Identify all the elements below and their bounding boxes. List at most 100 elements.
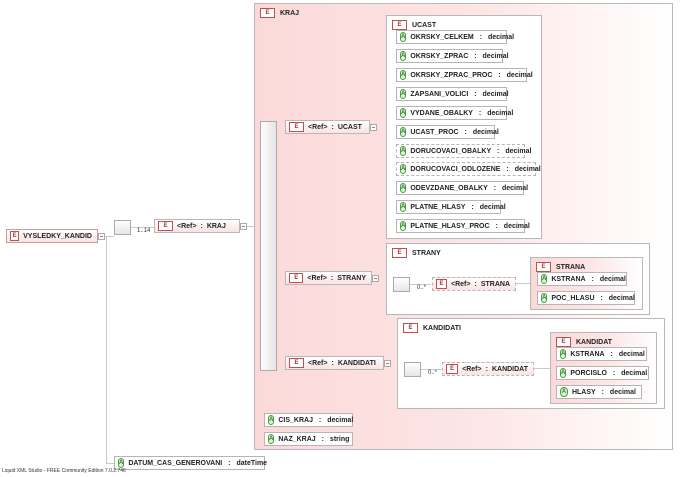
attribute-type: decimal <box>487 109 514 117</box>
attribute-name: KSTRANA <box>551 275 586 283</box>
ref-separator: : <box>474 280 477 288</box>
collapse-connector-icon[interactable] <box>370 124 377 131</box>
attribute-name: PORCISLO <box>570 369 607 377</box>
kandidati-ref[interactable]: E<Ref>:KANDIDATI <box>285 356 384 370</box>
attribute-tag-icon: A <box>118 458 125 468</box>
ref-separator: : <box>200 222 203 230</box>
collapse-connector-icon[interactable] <box>240 223 247 230</box>
element-tag-icon: E <box>446 364 459 374</box>
connector-line <box>409 284 431 285</box>
attribute-tag-icon: A <box>560 368 567 378</box>
ref-separator: : <box>485 365 488 373</box>
kraj-title: E KRAJ <box>260 8 299 18</box>
element-tag-icon: E <box>436 279 448 289</box>
strany-cardinality: 0..* <box>417 285 427 291</box>
attribute-type: decimal <box>618 350 645 358</box>
attribute-type: decimal <box>482 90 509 98</box>
attribute-type: decimal <box>327 416 354 424</box>
attribute-name: HLASY <box>571 388 596 396</box>
connector-line <box>240 226 254 227</box>
attribute-type: decimal <box>503 222 530 230</box>
ucast-title-text: UCAST <box>412 21 437 29</box>
ref-name: STRANA <box>480 280 510 288</box>
attribute-name: OKRSKY_ZPRAC <box>410 52 469 60</box>
element-tag-icon: E <box>289 122 304 132</box>
element-tag-icon: E <box>260 8 275 18</box>
attribute-type-separator: : <box>491 184 498 192</box>
root-element-name: VYSLEDKY_KANDID <box>23 232 92 240</box>
attribute-tag-icon: A <box>400 51 407 61</box>
attribute-name: PLATNE_HLASY_PROC <box>410 222 490 230</box>
collapse-connector-icon[interactable] <box>98 233 105 240</box>
sequence-icon[interactable] <box>114 220 131 235</box>
kandidat-ref[interactable]: E <Ref> : KANDIDAT <box>442 362 534 376</box>
strany-ref[interactable]: E<Ref>:STRANY <box>285 271 372 285</box>
element-tag-icon: E <box>556 337 571 347</box>
ref-keyword: <Ref> <box>462 365 482 373</box>
connector-line <box>106 236 107 464</box>
attribute-tag-icon: A <box>560 387 568 397</box>
sequence-icon[interactable] <box>404 362 421 377</box>
attribute-name: DORUCOVACI_ODLOZENE <box>410 165 501 173</box>
ucast-title: E UCAST <box>392 20 436 30</box>
root-element[interactable]: E VYSLEDKY_KANDID <box>6 229 98 243</box>
collapse-connector-icon[interactable] <box>372 275 379 282</box>
attribute-type-separator: : <box>495 147 502 155</box>
ref-separator: : <box>330 274 334 282</box>
attribute-tag-icon: A <box>400 146 407 156</box>
footer-text: Liquid XML Studio - FREE Community Editi… <box>2 468 126 474</box>
attribute-type: decimal <box>599 275 626 283</box>
attribute-type: decimal <box>505 147 532 155</box>
attribute-name: DORUCOVACI_OBALKY <box>410 147 492 155</box>
attribute-type-separator: : <box>472 52 479 60</box>
kandidati-cardinality: 0..* <box>428 370 438 376</box>
kraj-title-text: KRAJ <box>280 9 300 17</box>
strana-ref[interactable]: E <Ref> : STRANA <box>432 277 516 291</box>
attribute-type-separator: : <box>476 109 484 117</box>
attribute-type: decimal <box>472 128 499 136</box>
connector-line <box>516 283 530 284</box>
ucast-ref[interactable]: E<Ref>:UCAST <box>285 120 370 134</box>
attribute-name: KSTRANA <box>570 350 605 358</box>
ref-keyword: <Ref> <box>451 280 471 288</box>
collapse-connector-icon[interactable] <box>384 360 391 367</box>
attribute-name: ZAPSANI_VOLICI <box>410 90 469 98</box>
attribute-type: decimal <box>487 33 515 41</box>
attribute-type: string <box>329 435 350 443</box>
ref-separator: : <box>331 123 334 131</box>
sequence-bar-icon[interactable] <box>260 121 277 371</box>
attribute-type-separator: : <box>469 203 476 211</box>
element-tag-icon: E <box>10 231 20 241</box>
ref-name: KANDIDAT <box>491 365 528 373</box>
attribute-tag-icon: A <box>400 221 407 231</box>
attribute-name: OKRSKY_CELKEM <box>410 33 474 41</box>
kraj-ref[interactable]: E <Ref> : KRAJ <box>154 219 240 233</box>
attribute-type-separator: : <box>598 294 605 302</box>
attribute-type: decimal <box>501 184 529 192</box>
attribute-tag-icon: A <box>541 293 548 303</box>
sequence-icon[interactable] <box>393 277 410 292</box>
attribute-tag-icon: A <box>400 127 407 137</box>
element-tag-icon: E <box>289 273 304 283</box>
element-tag-icon: E <box>158 221 173 231</box>
attribute-name: PLATNE_HLASY <box>410 203 466 211</box>
